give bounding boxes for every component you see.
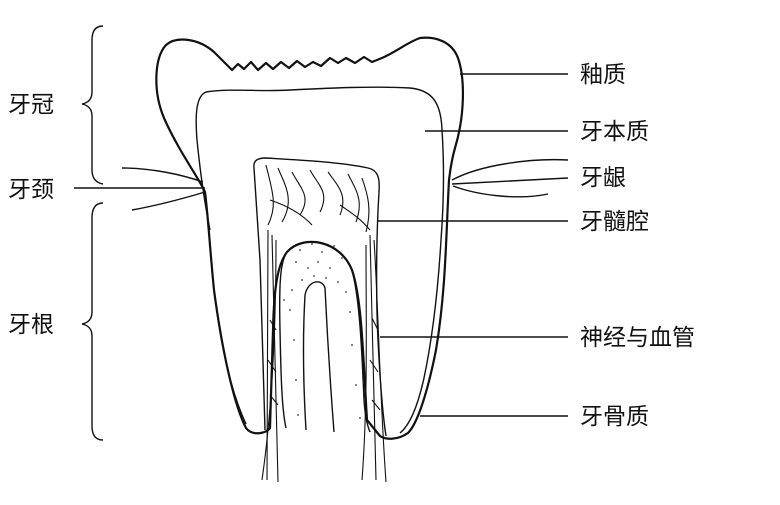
root-canal-walls: [302, 281, 335, 433]
label-pulp-cavity: 牙髓腔: [580, 209, 649, 235]
pulp-stippling: [283, 243, 361, 419]
dentin-boundary: [195, 86, 445, 434]
leader-lines: [74, 73, 568, 417]
label-dentin: 牙本质: [580, 119, 649, 145]
crown-brace: [81, 25, 104, 185]
label-enamel: 釉质: [580, 62, 626, 88]
label-crown: 牙冠: [8, 92, 54, 118]
tooth-outline: [155, 36, 464, 440]
nerves-and-vessels: [261, 164, 387, 483]
root-brace: [81, 202, 104, 441]
label-gum: 牙龈: [580, 165, 626, 191]
gum-lines-left: [121, 167, 206, 211]
label-cementum: 牙骨质: [580, 404, 649, 430]
label-nerves-vessels: 神经与血管: [580, 325, 695, 351]
gum-lines-right: [451, 158, 569, 198]
label-root: 牙根: [8, 312, 54, 338]
label-neck: 牙颈: [8, 177, 54, 203]
pulp-cavity: [253, 157, 387, 437]
